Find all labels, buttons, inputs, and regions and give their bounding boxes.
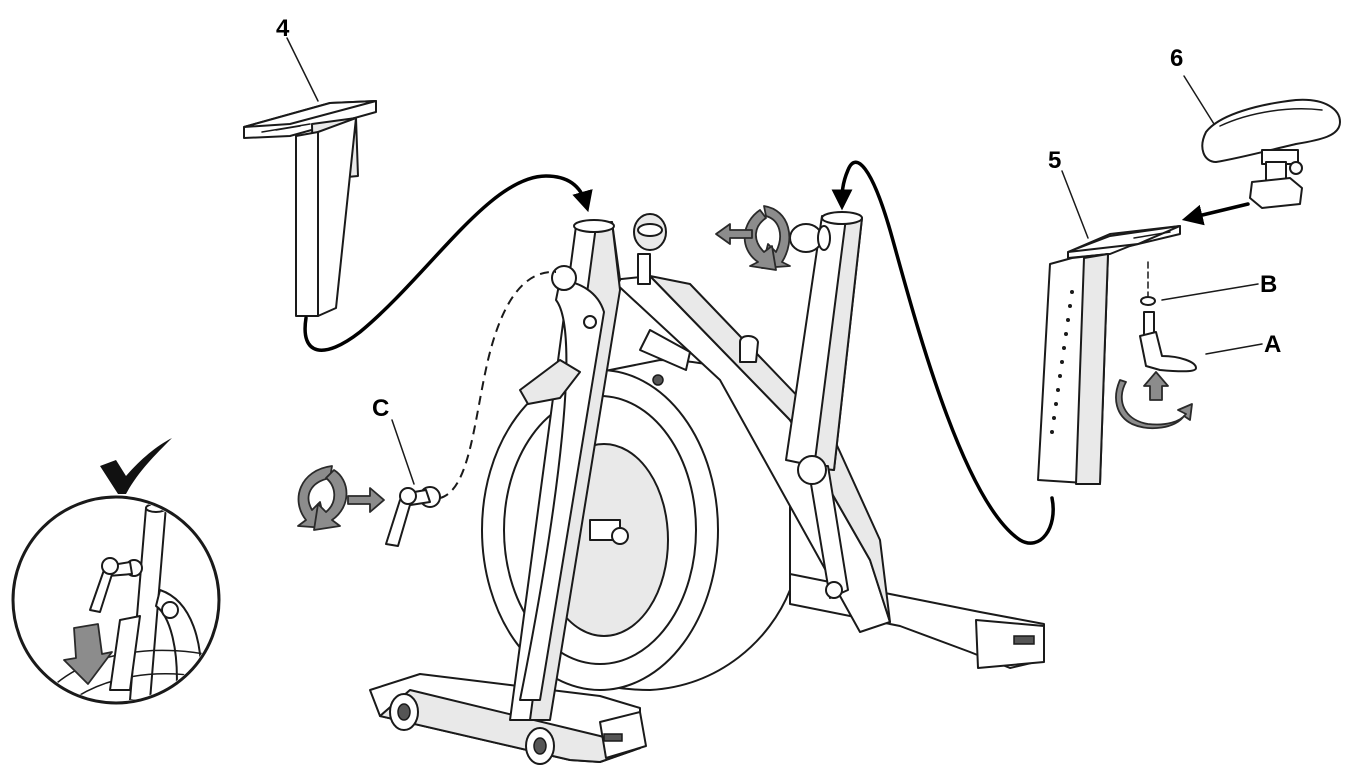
saddle-part-6 bbox=[1201, 98, 1341, 209]
adjustment-knob-part-a bbox=[1139, 296, 1197, 373]
push-arrow-icon bbox=[347, 487, 385, 513]
label-part-a: A bbox=[1264, 331, 1281, 358]
check-icon bbox=[100, 438, 172, 494]
seat-post-part-5 bbox=[1037, 225, 1181, 485]
label-part-5: 5 bbox=[1048, 147, 1061, 174]
label-part-6: 6 bbox=[1170, 45, 1183, 72]
rotate-arrow-icon bbox=[743, 205, 791, 271]
rotate-arrow-icon bbox=[297, 465, 348, 531]
handlebar-post-part-4 bbox=[243, 100, 377, 317]
push-arrow-icon bbox=[715, 223, 753, 245]
push-arrow-icon bbox=[63, 623, 113, 685]
insert-handlebar-path bbox=[303, 174, 593, 352]
lever-part-c bbox=[385, 486, 441, 547]
lever-c-guide-line bbox=[439, 270, 557, 499]
insert-seatpost-path bbox=[831, 160, 1055, 545]
detail-inset bbox=[11, 495, 221, 705]
exercise-bike-frame bbox=[369, 211, 1045, 765]
leader-lines bbox=[286, 37, 1263, 485]
label-part-4: 4 bbox=[276, 15, 290, 42]
rotate-arrow-icon bbox=[1115, 379, 1193, 430]
label-part-b: B bbox=[1260, 271, 1277, 298]
attach-saddle-arrow bbox=[1181, 202, 1250, 226]
direction-arrow-icon bbox=[1143, 371, 1169, 401]
label-part-c: C bbox=[372, 395, 389, 422]
